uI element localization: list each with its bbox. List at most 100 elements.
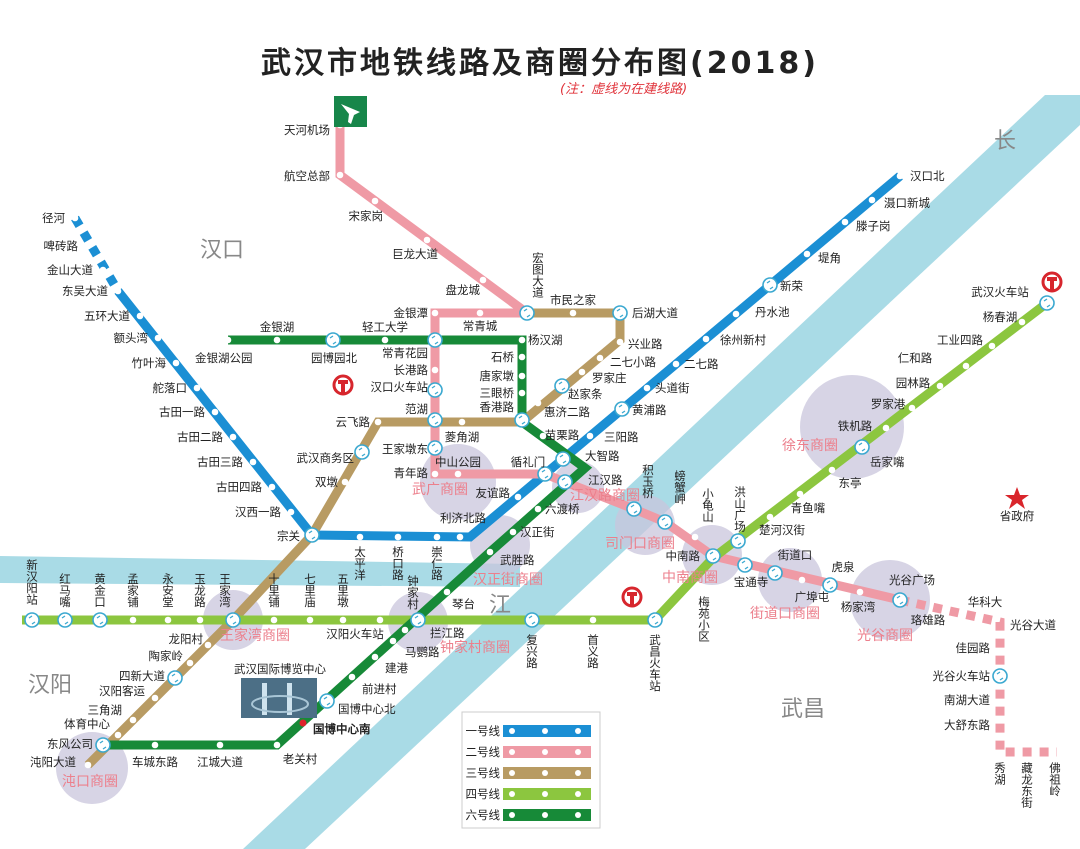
station[interactable]: 龙阳村	[169, 632, 212, 649]
station[interactable]: 三角湖	[88, 703, 137, 724]
station[interactable]: 国博中心北	[319, 693, 396, 716]
station[interactable]: 金银湖	[260, 320, 295, 344]
station[interactable]: 堤角	[803, 250, 841, 265]
station[interactable]: 首义路	[586, 616, 600, 669]
station[interactable]: 友谊路	[476, 486, 522, 501]
station[interactable]: 小龟山	[691, 488, 715, 541]
station[interactable]: 五里墩	[336, 573, 350, 624]
station[interactable]: 陶家岭	[149, 649, 194, 667]
station[interactable]: 建港	[371, 653, 409, 675]
station[interactable]: 东风公司	[47, 737, 111, 753]
station[interactable]: 江城大道	[197, 741, 243, 769]
station[interactable]: 徐州新村	[702, 333, 767, 347]
station[interactable]: 常青城	[463, 309, 498, 333]
station[interactable]: 巨龙大道	[392, 236, 438, 261]
station[interactable]: 古田三路	[197, 455, 257, 469]
station[interactable]: 竹叶海	[132, 356, 180, 370]
station[interactable]: 武汉火车站	[971, 285, 1055, 311]
station[interactable]: 长港路	[394, 363, 439, 377]
station[interactable]: 积玉桥	[626, 464, 655, 517]
station[interactable]: 丹水池	[732, 305, 790, 319]
station[interactable]: 头道街	[643, 381, 690, 395]
station[interactable]: 藏龙东街	[1020, 762, 1034, 809]
station[interactable]: 范湖	[405, 402, 443, 428]
station[interactable]: 杨汉湖	[518, 333, 563, 347]
station[interactable]: 二七路	[672, 357, 719, 371]
station[interactable]: 汉阳火车站	[326, 616, 384, 641]
station[interactable]: 唐家墩	[480, 369, 526, 383]
station[interactable]: 四新大道	[119, 669, 183, 686]
station[interactable]: 光谷火车站	[933, 668, 1008, 684]
station[interactable]: 东吴大道	[62, 284, 122, 298]
station[interactable]: 江汉路	[557, 473, 623, 490]
station[interactable]: 武昌火车站	[647, 612, 663, 692]
station[interactable]: 拦江路	[401, 626, 465, 640]
station[interactable]: 崇仁路	[430, 533, 444, 581]
station[interactable]: 新汉阳站	[24, 558, 40, 628]
station[interactable]: 老关村	[273, 741, 318, 766]
station[interactable]: 永安堂	[161, 572, 175, 624]
station[interactable]: 古田四路	[216, 480, 276, 494]
station[interactable]: 玉龙路	[193, 573, 207, 624]
station[interactable]: 汉西一路	[235, 505, 295, 519]
station[interactable]: 沌阳大道	[30, 755, 92, 769]
station[interactable]: 梅苑小区	[686, 591, 711, 642]
station[interactable]: 后湖大道	[612, 305, 678, 321]
station[interactable]: 黄金口	[92, 572, 108, 628]
station[interactable]: 钟家村	[406, 574, 426, 628]
station[interactable]: 街道口	[767, 548, 812, 581]
station[interactable]: 铁机路	[838, 419, 890, 433]
station[interactable]: 华科大	[968, 595, 1003, 609]
station[interactable]: 秀湖	[993, 762, 1007, 786]
station[interactable]: 宗关	[277, 527, 320, 543]
station[interactable]: 径河	[42, 211, 79, 225]
station[interactable]: 杨家湾	[841, 588, 876, 614]
station[interactable]: 汉正街	[509, 525, 555, 539]
station[interactable]: 光谷广场	[889, 573, 935, 608]
station[interactable]: 汉口火车站	[371, 380, 443, 398]
station[interactable]: 宏图大道	[519, 251, 545, 321]
station[interactable]: 香港路	[480, 400, 530, 428]
station[interactable]: 宝通寺	[734, 557, 769, 589]
station[interactable]: 兴业路	[616, 337, 663, 351]
station[interactable]: 琴台	[443, 588, 475, 611]
station[interactable]: 螃蟹岬	[657, 469, 687, 530]
station[interactable]: 洪山广场	[730, 485, 747, 549]
station[interactable]: 广埠屯	[795, 576, 830, 604]
station[interactable]: 青鱼嘴	[791, 490, 826, 515]
station[interactable]: 中山公园	[435, 455, 481, 478]
station[interactable]: 马鹦路	[389, 637, 440, 659]
station[interactable]: 滕子岗	[841, 218, 891, 233]
station[interactable]: 五环大道	[84, 309, 144, 323]
station[interactable]: 双墩	[315, 475, 349, 489]
station[interactable]: 南湖大道	[944, 693, 990, 707]
station[interactable]: 汉阳客运	[99, 684, 159, 702]
station[interactable]: 十里铺	[267, 572, 281, 624]
station[interactable]: 古田二路	[177, 430, 237, 444]
station[interactable]: 岳家嘴	[854, 439, 905, 469]
station[interactable]: 市民之家	[550, 293, 596, 317]
station[interactable]: 体育中心	[64, 717, 122, 739]
station[interactable]: 惠济二路	[534, 399, 591, 419]
station[interactable]: 光谷大道	[1010, 618, 1056, 632]
station[interactable]: 珞雄路	[911, 613, 946, 627]
station[interactable]: 车城东路	[132, 741, 178, 769]
station[interactable]: 王家墩东	[382, 440, 443, 456]
station[interactable]: 前进村	[348, 673, 397, 696]
station[interactable]: 武汉商务区	[297, 444, 370, 465]
station[interactable]: 园林路	[896, 376, 944, 390]
station[interactable]: 三阳路	[586, 430, 639, 444]
station[interactable]: 杨春湖	[983, 310, 1026, 326]
station[interactable]: 桥口路	[391, 533, 405, 581]
station[interactable]: 中南路	[666, 548, 721, 564]
station[interactable]: 虎泉	[822, 560, 855, 593]
station[interactable]: 东亭	[828, 466, 862, 490]
station[interactable]: 王家湾	[218, 573, 241, 628]
station[interactable]: 红马嘴	[57, 573, 73, 628]
station[interactable]: 常青花园	[382, 332, 443, 360]
station[interactable]: 太平洋	[353, 533, 367, 581]
station[interactable]: 工业四路	[937, 333, 996, 350]
station[interactable]: 黄浦路	[614, 401, 667, 417]
station[interactable]: 佛祖岭	[1048, 762, 1062, 797]
station[interactable]: 古田一路	[159, 405, 219, 419]
